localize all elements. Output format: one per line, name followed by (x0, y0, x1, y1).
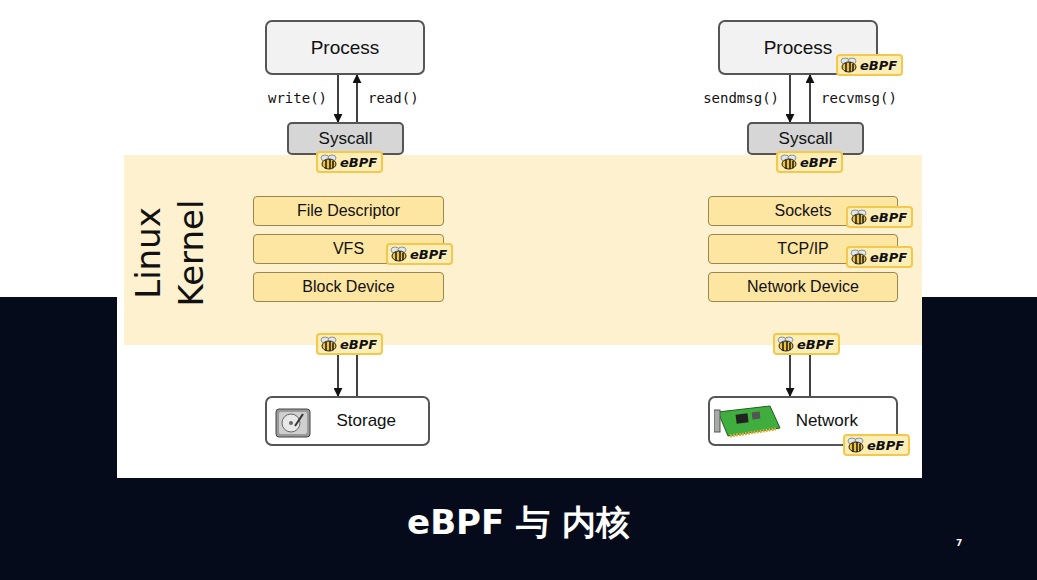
ebpf-text: eBPF (870, 210, 907, 225)
ebpf-badge: eBPF (386, 243, 453, 265)
box-label: Sockets (775, 202, 832, 220)
ebpf-badge: eBPF (316, 333, 383, 355)
ebpf-badge: eBPF (846, 246, 913, 268)
bee-icon (320, 154, 338, 170)
layer-box: File Descriptor (253, 196, 444, 226)
box-label: Process (764, 37, 833, 59)
page-number: 7 (956, 538, 962, 548)
box-label: Block Device (302, 278, 394, 296)
ebpf-badge: eBPF (776, 151, 843, 173)
flow-arrow (789, 75, 791, 122)
bee-icon (850, 209, 868, 225)
disk-icon (275, 406, 313, 440)
bee-icon (390, 246, 408, 262)
box-label: Syscall (779, 129, 833, 149)
ebpf-text: eBPF (340, 337, 377, 352)
ebpf-text: eBPF (340, 155, 377, 170)
kernel-band: Linux Kernel File DescriptorVFS Block Devi… (124, 155, 922, 345)
ebpf-badge: eBPF (836, 54, 903, 76)
call-label: recvmsg() (819, 90, 899, 106)
device-box: Storage (265, 396, 430, 446)
ebpf-badge: eBPF (316, 151, 383, 173)
box-label: Network Device (747, 278, 859, 296)
ebpf-badge: eBPF (843, 434, 910, 456)
ebpf-badge: eBPF (773, 333, 840, 355)
box-label: File Descriptor (297, 202, 400, 220)
kernel-label: Linux Kernel (127, 188, 217, 318)
box-label: Network (796, 411, 858, 431)
box-label: Storage (336, 411, 396, 431)
ebpf-text: eBPF (867, 438, 904, 453)
ebpf-text: eBPF (410, 247, 447, 262)
call-label: sendmsg() (701, 90, 781, 106)
flow-arrow (356, 75, 358, 122)
ebpf-text: eBPF (797, 337, 834, 352)
ebpf-badge: eBPF (846, 206, 913, 228)
nic-icon (714, 402, 784, 442)
bee-icon (320, 336, 338, 352)
bee-icon (777, 336, 795, 352)
layer-box: Process (265, 20, 425, 75)
call-label: read() (366, 90, 421, 106)
ebpf-text: eBPF (870, 250, 907, 265)
box-label: Syscall (319, 129, 373, 149)
box-label: VFS (333, 240, 364, 258)
call-label: write() (266, 90, 329, 106)
bee-icon (780, 154, 798, 170)
box-label: TCP/IP (777, 240, 829, 258)
box-label: Process (311, 37, 380, 59)
ebpf-text: eBPF (800, 155, 837, 170)
flow-arrow (337, 75, 339, 122)
slide-title: eBPF 与 内核 (0, 500, 1037, 546)
bee-icon (847, 437, 865, 453)
ebpf-text: eBPF (860, 58, 897, 73)
flow-arrow (809, 75, 811, 122)
bee-icon (840, 57, 858, 73)
layer-box: Network Device (708, 272, 898, 302)
layer-box: Block Device (253, 272, 444, 302)
bee-icon (850, 249, 868, 265)
